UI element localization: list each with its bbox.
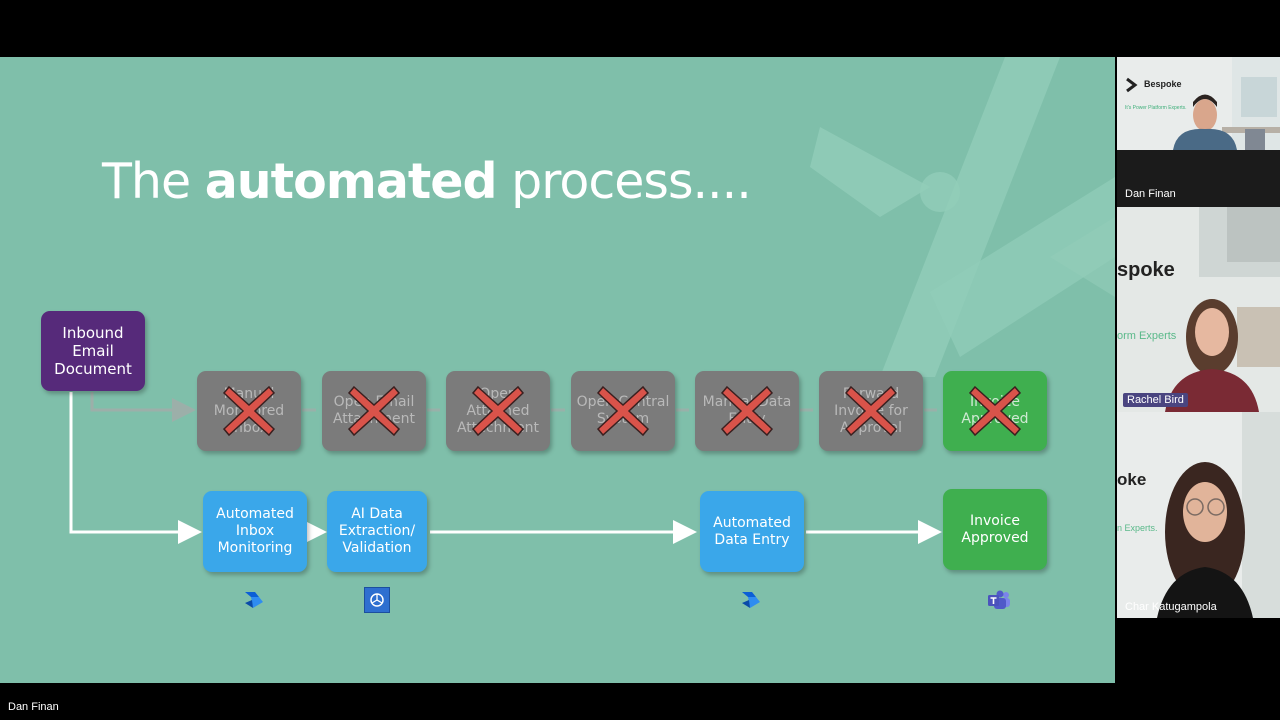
- participant-name-chip: Rachel Bird: [1123, 393, 1188, 407]
- manual-step-1: Manual Monitored Inbox: [197, 371, 301, 451]
- participant-tile-dan[interactable]: Bespoke It's Power Platform Experts. Dan…: [1117, 57, 1280, 207]
- automated-step-label: AI Data Extraction/ Validation: [331, 506, 423, 557]
- manual-step-4: Open Central System: [571, 371, 675, 451]
- inbound-email-box: Inbound Email Document: [41, 311, 145, 391]
- tile-brand-sub: orm Experts: [1117, 330, 1176, 342]
- manual-step-label: Open Attached Attachment: [450, 386, 546, 437]
- participant-tile-rachel[interactable]: spoke orm Experts Rachel Bird: [1117, 207, 1280, 412]
- tile-brand-text: spoke: [1117, 259, 1175, 282]
- presenter-name: Dan Finan: [8, 701, 59, 713]
- participant-video-dan: [1117, 57, 1280, 150]
- invoice-approved-box: Invoice Approved: [943, 489, 1047, 570]
- flow-arrows: [0, 57, 1115, 683]
- ai-extraction-box: AI Data Extraction/ Validation: [327, 491, 427, 572]
- automated-inbox-box: Automated Inbox Monitoring: [203, 491, 307, 572]
- manual-step-7: Invoice Approved: [943, 371, 1047, 451]
- tile-brand-text: oke: [1117, 470, 1146, 490]
- manual-step-2: Open Email Attachment: [322, 371, 426, 451]
- participant-name-char: Char Katugampola: [1125, 601, 1217, 613]
- manual-step-label: Manual Monitored Inbox: [201, 386, 297, 437]
- automated-step-label: Automated Data Entry: [704, 515, 800, 549]
- manual-step-label: Open Central System: [575, 394, 671, 428]
- participant-video-rachel: [1117, 207, 1280, 412]
- manual-step-label: Invoice Approved: [947, 394, 1043, 428]
- participant-name-dan: Dan Finan: [1125, 188, 1176, 200]
- shared-slide: The automated process.... Inbound Email …: [0, 57, 1115, 683]
- manual-step-label: Manual Data Entry: [699, 394, 795, 428]
- tile-brand-text: Bespoke: [1144, 79, 1182, 89]
- automated-step-label: Automated Inbox Monitoring: [207, 506, 303, 557]
- ai-builder-icon: [364, 587, 390, 613]
- participant-name-rachel: Rachel Bird: [1123, 394, 1188, 406]
- participant-tile-char[interactable]: oke n Experts. Char Katugampola: [1117, 412, 1280, 618]
- automated-step-label: Invoice Approved: [947, 513, 1043, 547]
- teams-icon: [986, 587, 1012, 613]
- tile-brand-sub: It's Power Platform Experts.: [1125, 105, 1187, 111]
- automated-data-entry-box: Automated Data Entry: [700, 491, 804, 572]
- tile-brand-sub: n Experts.: [1117, 523, 1158, 533]
- power-automate-icon: [241, 587, 267, 613]
- power-automate-icon: [738, 587, 764, 613]
- participant-video-char: [1117, 412, 1280, 618]
- manual-step-5: Manual Data Entry: [695, 371, 799, 451]
- manual-step-3: Open Attached Attachment: [446, 371, 550, 451]
- inbound-email-label: Inbound Email Document: [45, 324, 141, 378]
- manual-step-label: Forward Invoice for Approval: [823, 386, 919, 437]
- manual-step-label: Open Email Attachment: [326, 394, 422, 428]
- manual-step-6: Forward Invoice for Approval: [819, 371, 923, 451]
